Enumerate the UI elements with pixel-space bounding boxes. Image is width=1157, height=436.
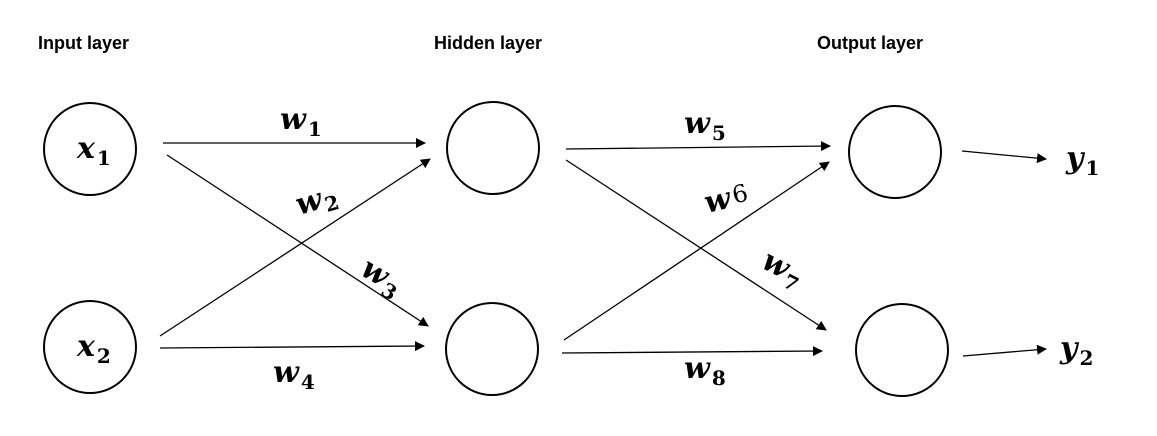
weight-label-w8-sub: 8: [712, 366, 726, 390]
input-layer-title: Input layer: [38, 33, 129, 53]
weight-label-w2: w2: [292, 178, 342, 225]
weight-label-w3: w3: [353, 251, 409, 306]
weight-label-w1-sub: 1: [308, 117, 322, 141]
input-label-x1-base: x: [76, 131, 96, 166]
edge-h2-o1: [563, 161, 830, 341]
hidden-node-2: [445, 302, 539, 396]
edge-x2-h1: [159, 158, 431, 337]
weight-label-w4-sub: 4: [301, 370, 315, 394]
hidden-node-1: [446, 101, 540, 195]
weight-label-w6-group: w6: [701, 177, 752, 221]
input-label-x2-sub: 2: [97, 344, 111, 368]
output-label-y2-base: y: [1059, 331, 1080, 366]
edge-o2-y2: [962, 344, 1047, 357]
weight-label-w4-base: w: [273, 355, 300, 390]
output-layer-title: Output layer: [817, 33, 923, 53]
edge-x2-h2: [159, 341, 425, 352]
weight-label-w3-group: w3: [353, 251, 409, 306]
output-label-y1-sub: 1: [1085, 156, 1099, 180]
output-label-y2-sub: 2: [1079, 346, 1093, 370]
input-label-x2-base: x: [76, 329, 96, 364]
weight-label-w5-base: w: [684, 106, 711, 141]
input-node-2: [43, 300, 137, 394]
output-node-1: [848, 105, 942, 199]
input-label-x1-sub: 1: [97, 146, 111, 170]
edge-h2-o2: [561, 346, 823, 357]
weight-label-w1-base: w: [280, 102, 307, 137]
weight-label-w2-group: w2: [292, 178, 342, 225]
edge-h1-o2: [565, 159, 827, 331]
edge-h1-o1: [565, 141, 831, 152]
weight-label-w5-sub: 5: [712, 121, 726, 145]
input-node-1: [43, 102, 137, 196]
weight-label-w2-base: w: [292, 182, 328, 223]
edge-x1-h2: [166, 154, 429, 327]
weight-label-w6: w6: [701, 177, 752, 221]
weight-label-w2-sub: 2: [322, 190, 342, 217]
weight-label-w6-sub: 6: [729, 179, 750, 210]
weight-label-w8-base: w: [684, 351, 711, 386]
edge-o1-y1: [961, 150, 1047, 164]
output-label-y1-base: y: [1065, 141, 1086, 176]
hidden-layer-title: Hidden layer: [434, 33, 542, 53]
output-node-2: [855, 303, 949, 397]
